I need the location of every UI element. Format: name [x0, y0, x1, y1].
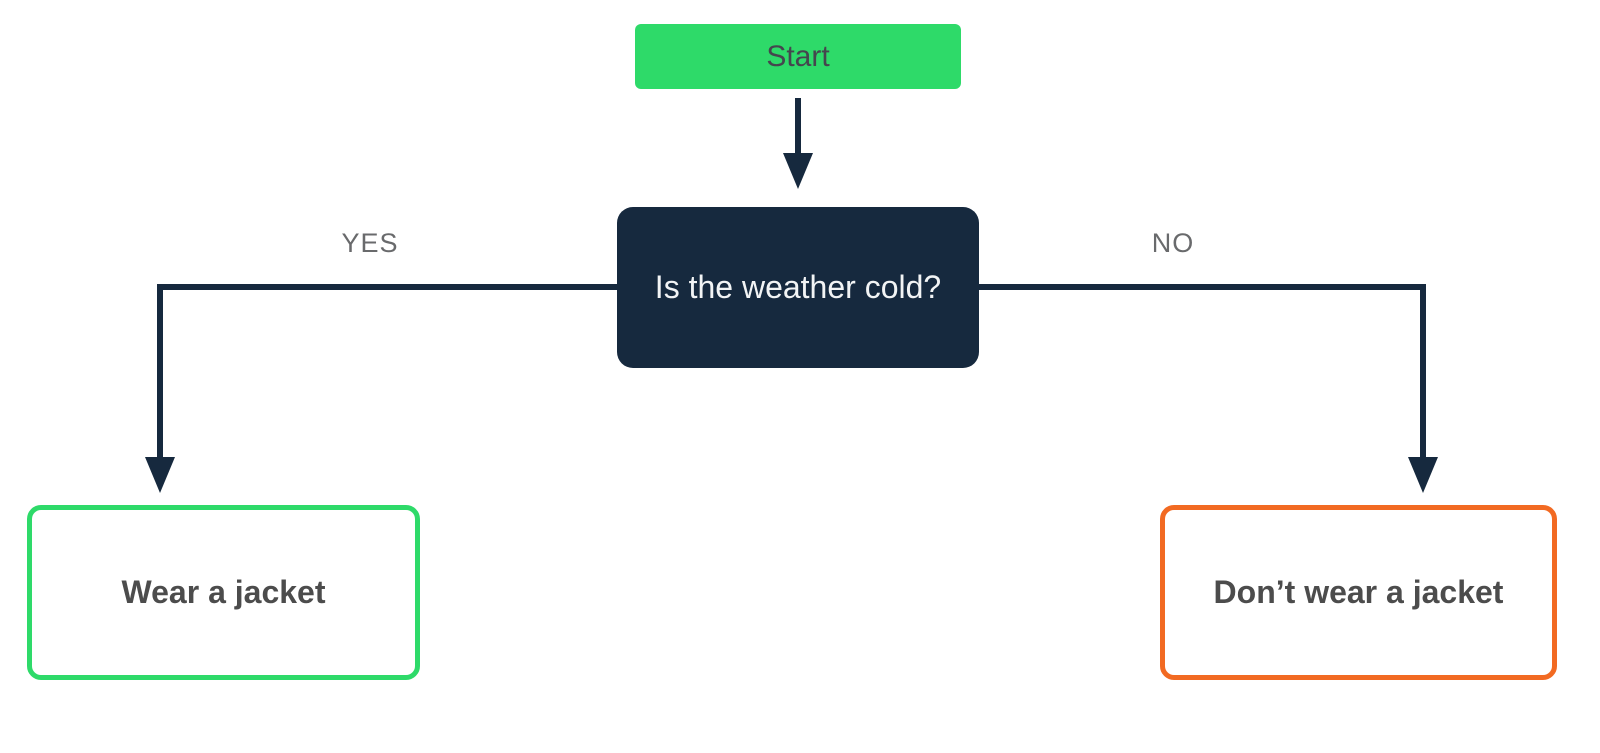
node-no-result-label: Don’t wear a jacket [1213, 574, 1504, 610]
node-start-label: Start [766, 39, 830, 73]
edge-label-yes: YES [341, 228, 399, 258]
node-decision-label: Is the weather cold? [654, 269, 942, 305]
edge-decision-to-yes-vline [157, 284, 163, 458]
arrowhead-down-icon [145, 457, 175, 493]
node-no-result: Don’t wear a jacket [1160, 505, 1557, 680]
edge-label-no: NO [1151, 228, 1195, 258]
edge-decision-to-no-hline [979, 284, 1426, 290]
arrowhead-down-icon [783, 153, 813, 189]
node-start: Start [635, 24, 961, 89]
arrowhead-down-icon [1408, 457, 1438, 493]
node-decision: Is the weather cold? [617, 207, 979, 368]
node-yes-result: Wear a jacket [27, 505, 420, 680]
node-yes-result-label: Wear a jacket [121, 574, 326, 610]
edge-start-to-decision-line [795, 98, 801, 154]
edge-decision-to-yes-hline [160, 284, 617, 290]
edge-decision-to-no-vline [1420, 284, 1426, 458]
